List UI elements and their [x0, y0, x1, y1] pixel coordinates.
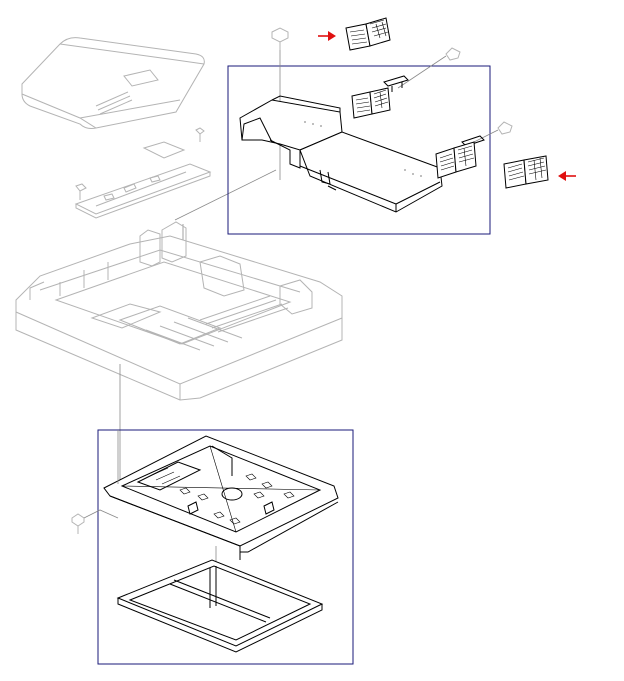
- control-pcb: [74, 163, 212, 219]
- callout-box-input-tray: [97, 429, 354, 665]
- feed-cover-card-lower: [435, 141, 477, 179]
- screw-icon: [445, 47, 461, 61]
- screw-icon: [71, 513, 85, 534]
- feed-cover-card-middle: [351, 87, 391, 119]
- document-feed-cover: [239, 95, 443, 213]
- feed-cover-card-top: [345, 17, 391, 51]
- adf-top-cover: [21, 37, 205, 129]
- screw-icon: [271, 27, 289, 50]
- feed-cover-card-right: [503, 155, 549, 189]
- screw-icon: [195, 127, 205, 142]
- tray-separator-sheet: [116, 559, 324, 653]
- mounting-bracket: [383, 75, 409, 92]
- screw-icon: [497, 121, 513, 135]
- leader-line: [83, 509, 119, 519]
- screw-icon: [75, 183, 87, 200]
- right-arrow-icon: [318, 31, 336, 41]
- label-plate: [142, 141, 186, 159]
- leader-line: [469, 129, 499, 145]
- adf-base-unit: [15, 221, 343, 401]
- document-input-tray: [103, 435, 339, 560]
- callout-box-feed-cover: [227, 65, 491, 235]
- left-arrow-icon: [558, 171, 576, 181]
- leader-line: [397, 55, 447, 89]
- leader-line: [174, 169, 277, 221]
